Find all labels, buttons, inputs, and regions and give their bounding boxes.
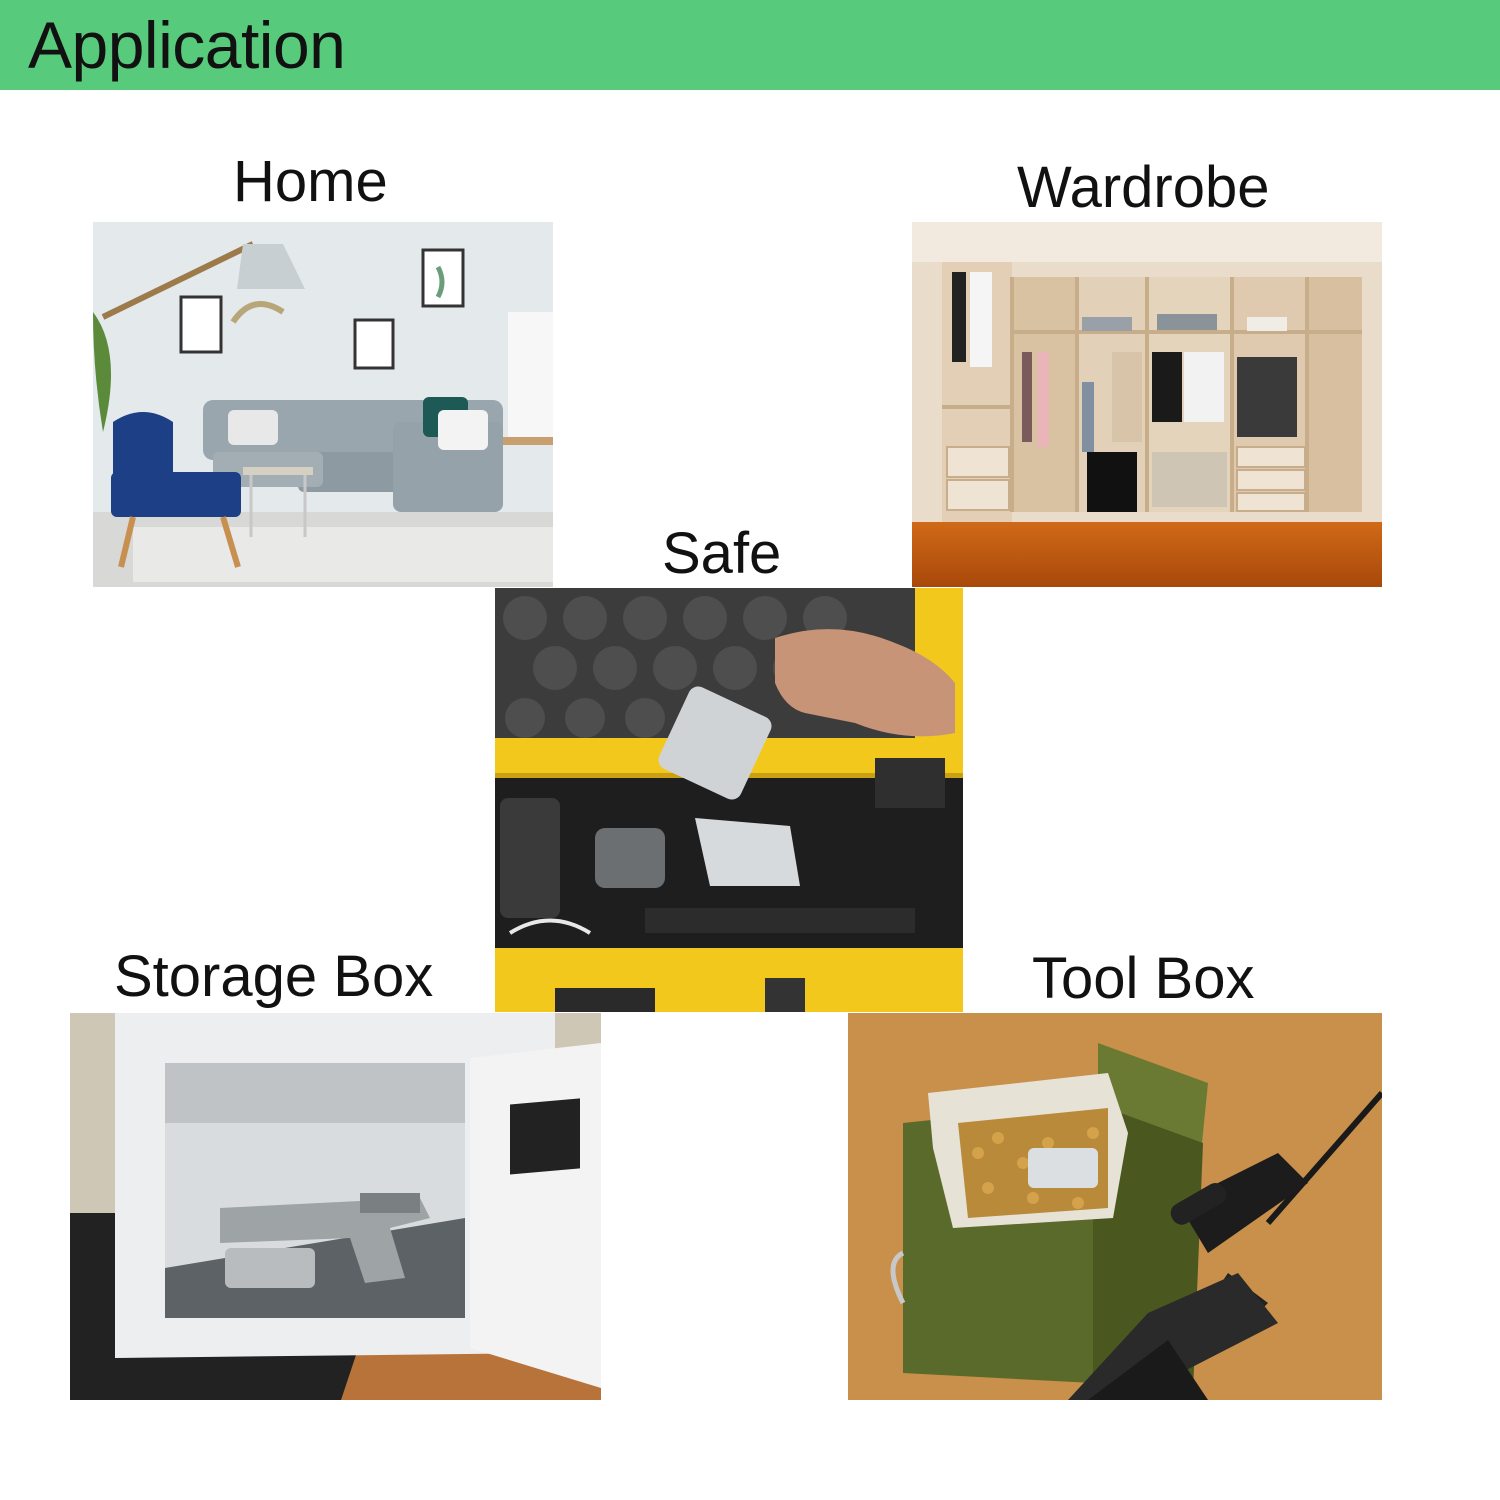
caption-home: Home (233, 149, 388, 214)
living-room-photo (93, 222, 553, 587)
safe-with-pistol-photo (70, 1013, 601, 1400)
caption-storage-box: Storage Box (114, 944, 434, 1009)
page-title: Application (28, 8, 346, 82)
caption-tool-box: Tool Box (1032, 946, 1255, 1011)
header-banner: Application (0, 0, 1500, 90)
wardrobe-photo (912, 222, 1382, 587)
ammo-can-with-rifle-photo (848, 1013, 1382, 1400)
yellow-case-photo (495, 588, 963, 1012)
caption-safe: Safe (662, 521, 782, 586)
caption-wardrobe: Wardrobe (1017, 155, 1270, 220)
